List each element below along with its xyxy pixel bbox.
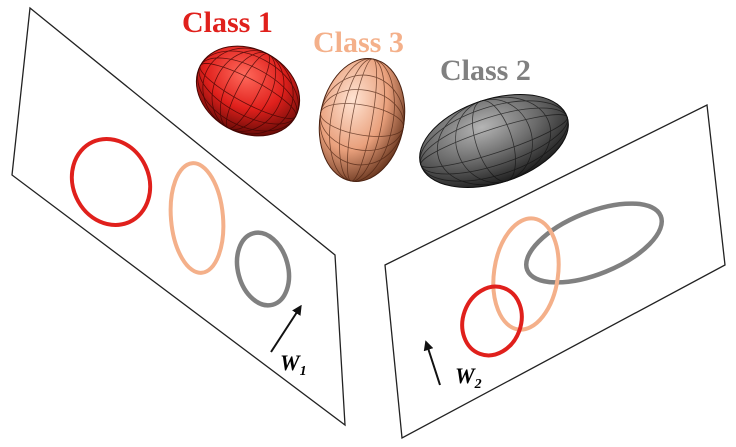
ellipsoid-class-3 — [318, 58, 406, 182]
ellipsoid-class-1 — [195, 45, 301, 137]
w2-arrow — [423, 340, 441, 386]
class-3-label: Class 3 — [313, 26, 404, 59]
right-ring-class-2 — [523, 201, 665, 285]
right-ring-class-1 — [460, 284, 524, 358]
class-2-label: Class 2 — [440, 54, 531, 87]
left-ring-class-1 — [69, 137, 153, 227]
ellipsoid-class-2 — [419, 94, 569, 188]
w2-label: W2 — [455, 363, 482, 392]
class-1-label: Class 1 — [182, 6, 273, 39]
left-plane-outline — [11, 6, 346, 427]
left-ring-class-2 — [234, 230, 292, 308]
w1-label: W1 — [280, 350, 307, 379]
w1-arrow — [270, 304, 302, 353]
right-projection-plane: W2 — [384, 104, 726, 440]
right-ring-class-3 — [491, 216, 561, 332]
left-ring-class-3 — [168, 161, 226, 275]
left-projection-plane: W1 — [11, 6, 346, 427]
right-plane-outline — [384, 104, 726, 440]
